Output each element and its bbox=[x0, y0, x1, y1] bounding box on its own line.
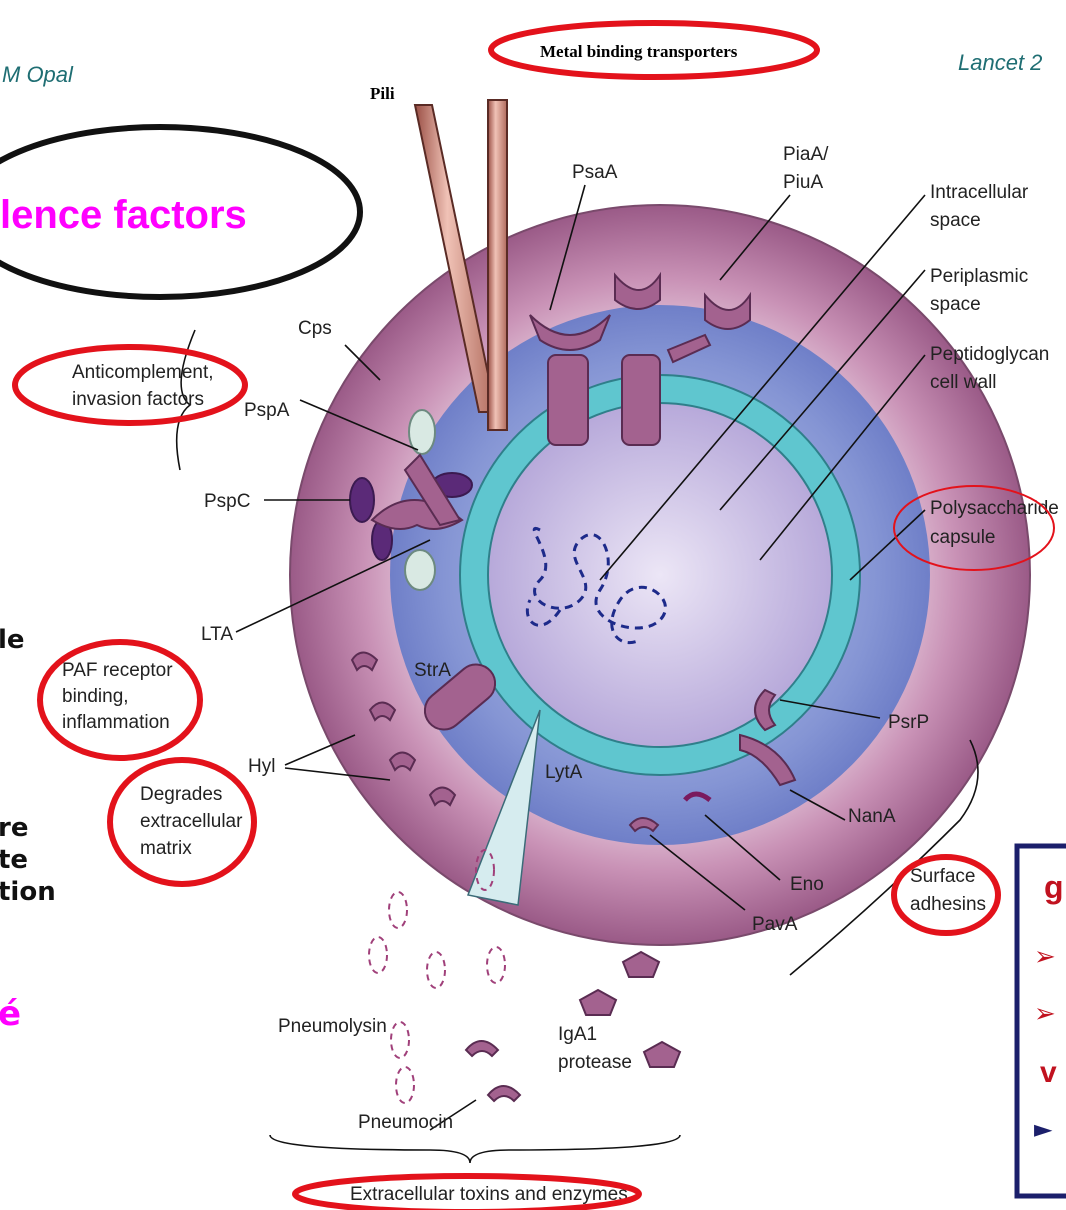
label-degrades-2: extracellular bbox=[140, 811, 243, 832]
lta-pale bbox=[405, 550, 435, 590]
label-paf-1: PAF receptor bbox=[62, 660, 173, 681]
side-text-1: le bbox=[0, 625, 25, 655]
iga1-protease-1 bbox=[580, 990, 616, 1015]
callout-arrow-3: ► bbox=[1034, 1115, 1053, 1143]
label-periplasmic-1: Periplasmic bbox=[930, 266, 1028, 287]
pneumolysin-5 bbox=[391, 1022, 409, 1058]
label-piaa-1: PiaA/ bbox=[783, 144, 829, 165]
callout-line-4: v bbox=[1040, 1056, 1057, 1089]
author-header: M Opal bbox=[2, 62, 74, 87]
label-peptidoglycan-1: Peptidoglycan bbox=[930, 344, 1049, 365]
label-pneumolysin: Pneumolysin bbox=[278, 1016, 387, 1037]
pneumocin-2 bbox=[488, 1086, 520, 1101]
label-iga1-1: IgA1 bbox=[558, 1024, 597, 1045]
pneumolysin-2 bbox=[369, 937, 387, 973]
label-pneumocin: Pneumocin bbox=[358, 1112, 453, 1133]
journal-header: Lancet 2 bbox=[958, 50, 1042, 75]
label-paf-2: binding, bbox=[62, 686, 129, 707]
brace-extracellular bbox=[270, 1135, 680, 1163]
iga1-protease-2 bbox=[623, 952, 659, 977]
label-metal-binding: Metal binding transporters bbox=[540, 42, 738, 61]
label-peptidoglycan-2: cell wall bbox=[930, 372, 997, 393]
callout-arrow-1: ➢ bbox=[1034, 942, 1056, 972]
callout-line-1: g bbox=[1044, 869, 1064, 905]
label-nana: NanA bbox=[848, 806, 896, 827]
label-cps: Cps bbox=[298, 318, 332, 339]
label-piaa-2: PiuA bbox=[783, 172, 823, 193]
pneumolysin-3 bbox=[427, 952, 445, 988]
label-pava: PavA bbox=[752, 914, 798, 935]
label-pspc: PspC bbox=[204, 491, 250, 512]
label-lta: LTA bbox=[201, 624, 233, 645]
pneumolysin-1 bbox=[389, 892, 407, 928]
label-intracellular-2: space bbox=[930, 210, 981, 231]
label-periplasmic-2: space bbox=[930, 294, 981, 315]
label-psaa: PsaA bbox=[572, 162, 618, 183]
pneumocin-1 bbox=[466, 1041, 498, 1056]
label-surface-1: Surface bbox=[910, 866, 975, 887]
label-lyta: LytA bbox=[545, 762, 583, 783]
side-text-3: te bbox=[0, 845, 28, 875]
label-degrades-1: Degrades bbox=[140, 784, 222, 805]
label-anticomplement-1: Anticomplement, bbox=[72, 362, 214, 383]
label-surface-2: adhesins bbox=[910, 894, 986, 915]
label-anticomplement-2: invasion factors bbox=[72, 389, 204, 410]
label-psrp: PsrP bbox=[888, 712, 929, 733]
label-iga1-2: protease bbox=[558, 1052, 632, 1073]
side-text-4: tion bbox=[0, 877, 56, 907]
label-stra: StrA bbox=[414, 660, 451, 681]
label-hyl: Hyl bbox=[248, 756, 275, 777]
label-intracellular-1: Intracellular bbox=[930, 182, 1029, 203]
iga1-protease-3 bbox=[644, 1042, 680, 1067]
label-polysaccharide-1: Polysaccharide bbox=[930, 498, 1059, 519]
cytoplasm bbox=[488, 403, 832, 747]
slide-title: lence factors bbox=[0, 193, 247, 237]
label-polysaccharide-2: capsule bbox=[930, 527, 996, 548]
label-degrades-3: matrix bbox=[140, 838, 192, 859]
label-pspa: PspA bbox=[244, 400, 290, 421]
side-pink-text: é bbox=[0, 994, 21, 1034]
piaa-transporter-1 bbox=[622, 355, 660, 445]
pilus-2 bbox=[488, 100, 507, 430]
psaa-transporter bbox=[548, 355, 588, 445]
label-paf-3: inflammation bbox=[62, 712, 170, 733]
highlight-anticomplement bbox=[15, 347, 245, 423]
pneumolysin-4 bbox=[487, 947, 505, 983]
label-eno: Eno bbox=[790, 874, 824, 895]
pspc-protein bbox=[350, 478, 374, 522]
side-text-2: re bbox=[0, 813, 28, 843]
label-pili: Pili bbox=[370, 84, 395, 103]
callout-arrow-2: ➢ bbox=[1034, 999, 1056, 1029]
pneumolysin-6 bbox=[396, 1067, 414, 1103]
label-extracellular: Extracellular toxins and enzymes bbox=[350, 1184, 628, 1205]
